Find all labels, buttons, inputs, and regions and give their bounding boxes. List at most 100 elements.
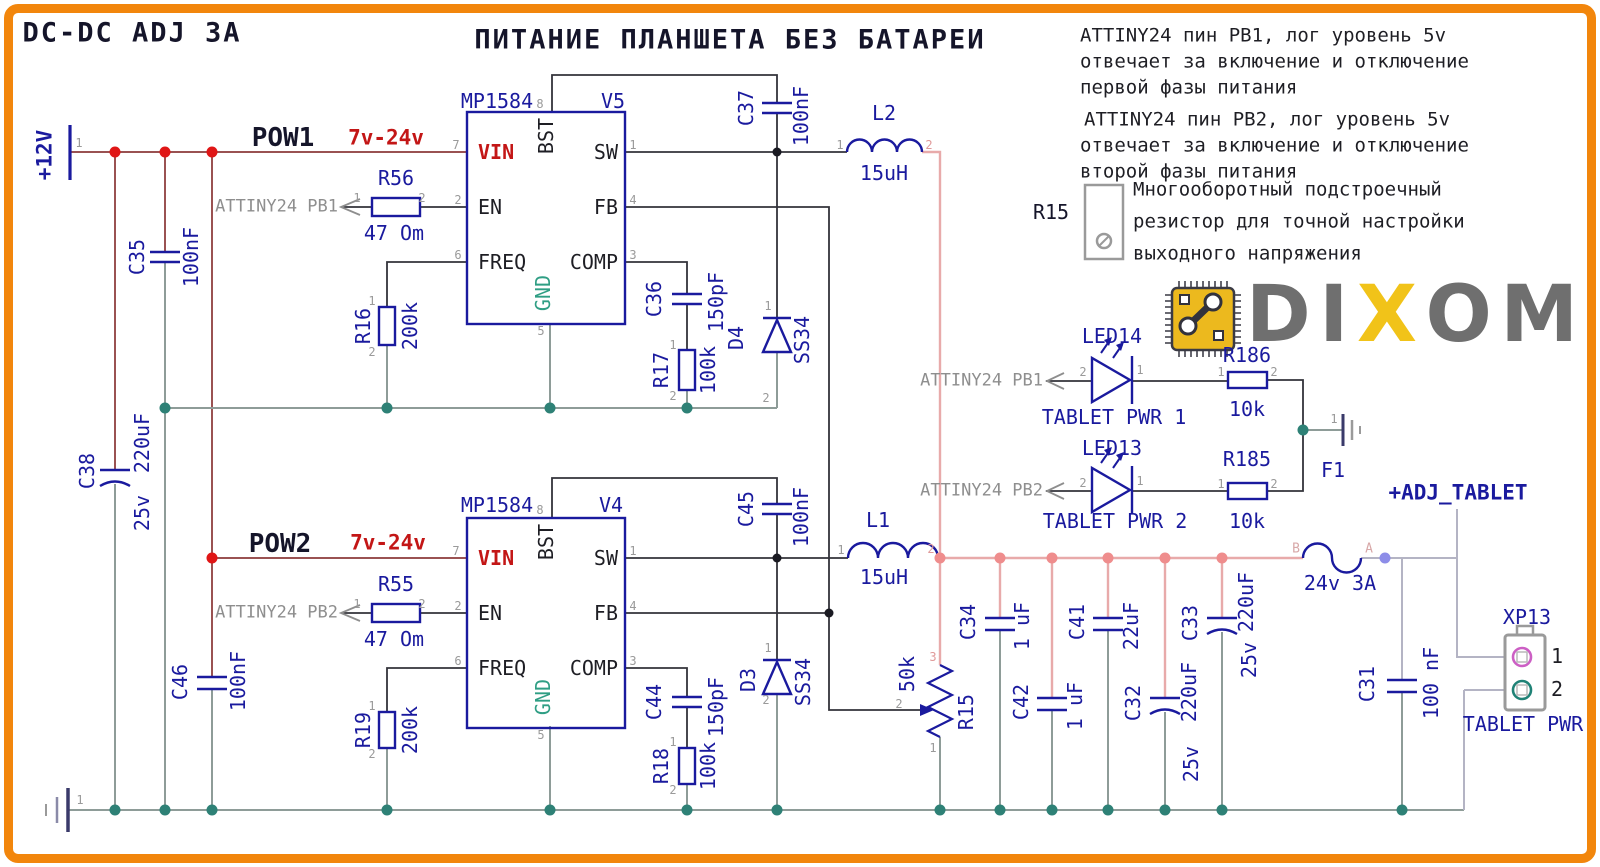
note-pb2-line1: ATTINY24 пин PB2, лог уровень 5v <box>1084 108 1451 131</box>
l2-ref: L2 <box>871 101 897 125</box>
pow1-range-label: 7v-24v <box>348 125 424 150</box>
pin-number: 1 <box>1217 365 1225 379</box>
trimmer-note-ref: R15 <box>1032 200 1070 224</box>
ic-v5-pin-fb: FB <box>593 195 618 219</box>
junction-dot-blue <box>1379 552 1391 564</box>
signal-wires <box>342 74 1304 748</box>
pin-number: 3 <box>629 248 637 262</box>
l1-ref: L1 <box>865 508 891 532</box>
c46-cap-icon <box>197 675 227 691</box>
pin-number: 2 <box>1079 476 1087 490</box>
ic-v5-pin-gnd: GND <box>531 274 555 312</box>
c32-voltage: 25v <box>1179 745 1203 783</box>
c32-cap-icon <box>1149 696 1181 716</box>
r185-value: 10k <box>1228 509 1266 533</box>
c42-cap-icon <box>1037 696 1067 712</box>
junction-dots-red <box>109 146 218 564</box>
r18-body <box>677 746 697 786</box>
pin-number: 2 <box>925 138 933 152</box>
pin-number: 1 <box>353 191 361 205</box>
pin-number: 5 <box>537 324 545 338</box>
attiny-pb2-label: ATTINY24 PB2 <box>920 480 1043 501</box>
f1-value: 24v 3A <box>1303 571 1377 595</box>
ground-symbol-right <box>1341 414 1361 446</box>
note-r15-line2: резистор для точной настройки <box>1133 210 1465 233</box>
c32-ref: C32 <box>1121 684 1145 722</box>
c33-value: 220uF <box>1234 571 1258 633</box>
dixom-chip-icon <box>1165 281 1241 357</box>
c35-ref: C35 <box>125 238 149 276</box>
pin-number: 2 <box>454 193 462 207</box>
note-r15-line3: выходного напряжения <box>1133 242 1362 265</box>
pin-number: 8 <box>536 97 544 111</box>
pin-number: 1 <box>929 741 937 755</box>
r56-value: 47 Om <box>363 221 425 245</box>
attiny-pb2-label: ATTINY24 PB2 <box>215 602 338 623</box>
ic-v4-pin-sw: SW <box>593 546 618 570</box>
pin-number: 1 <box>1136 474 1144 488</box>
attiny-arrow-icons <box>338 198 1065 622</box>
pin-number: 8 <box>536 503 544 517</box>
pin-number: 7 <box>452 544 460 558</box>
logo-letter-x: X <box>1356 270 1417 360</box>
xp13-connector-icon <box>1503 624 1547 712</box>
c41-cap-icon <box>1093 616 1123 632</box>
adj-tablet-net-label: +ADJ_TABLET <box>1388 480 1528 505</box>
r186-body <box>1226 370 1269 390</box>
logo-letter: O <box>1425 270 1492 360</box>
xp13-pin1-label: 1 <box>1550 644 1564 668</box>
r15-ref: R15 <box>954 693 978 731</box>
f1-pin-b: B <box>1292 541 1300 557</box>
pin-number: 1 <box>368 294 376 308</box>
r17-body <box>677 348 697 392</box>
d4-value: SS34 <box>790 315 814 365</box>
led14-icon <box>1090 337 1134 405</box>
r16-body <box>377 305 397 347</box>
c42-ref: C42 <box>1009 683 1033 721</box>
xp13-ref: XP13 <box>1502 605 1552 629</box>
c45-ref: C45 <box>734 490 758 528</box>
pin-number: 7 <box>452 138 460 152</box>
pin-number: 3 <box>929 650 937 664</box>
ic-v4-part: MP1584 <box>460 493 534 517</box>
c37-ref: C37 <box>734 89 758 127</box>
attiny-pb1-label: ATTINY24 PB1 <box>920 370 1043 391</box>
pin-number: 4 <box>629 599 637 613</box>
r55-body <box>370 602 422 624</box>
c32-value: 220uF <box>1177 661 1201 723</box>
v12-net-label: +12V <box>32 129 57 181</box>
c46-value: 100nF <box>226 650 250 712</box>
r185-body <box>1226 481 1269 501</box>
main-title: ПИТАНИЕ ПЛАНШЕТА БЕЗ БАТАРЕИ <box>474 24 986 56</box>
l1-value: 15uH <box>859 565 909 589</box>
ic-v5-pin-freq: FREQ <box>478 250 527 274</box>
d4-diode-icon <box>761 316 793 354</box>
output-rail-wires <box>922 150 1303 698</box>
r185-ref: R185 <box>1222 447 1272 471</box>
c44-ref: C44 <box>642 683 666 721</box>
c37-cap-icon <box>762 101 792 115</box>
r55-ref: R55 <box>377 572 415 596</box>
d4-ref: D4 <box>724 325 748 351</box>
pin-number: 1 <box>837 543 845 557</box>
note-pb1-line3: первой фазы питания <box>1080 76 1298 99</box>
after-fuse-wires <box>1361 509 1506 810</box>
logo-letter: D <box>1246 270 1311 360</box>
pin-number: 1 <box>669 735 677 749</box>
pin-number: 2 <box>418 191 426 205</box>
c35-value: 100nF <box>179 226 203 288</box>
c31-ref: C31 <box>1355 665 1379 703</box>
ic-v5-part: MP1584 <box>460 89 534 113</box>
note-pb2-line3: второй фазы питания <box>1080 160 1298 183</box>
pow2-range-label: 7v-24v <box>350 530 426 555</box>
c46-ref: C46 <box>168 663 192 701</box>
r16-ref: R16 <box>351 307 375 345</box>
pin-number: 2 <box>762 391 770 405</box>
r18-value: 100k <box>696 741 720 791</box>
l1-inductor-icon <box>846 541 940 559</box>
c38-cap-icon <box>99 468 131 488</box>
note-pb1-line1: ATTINY24 пин PB1, лог уровень 5v <box>1080 24 1447 47</box>
d3-value: SS34 <box>791 657 815 707</box>
pin-number: 1 <box>764 641 772 655</box>
